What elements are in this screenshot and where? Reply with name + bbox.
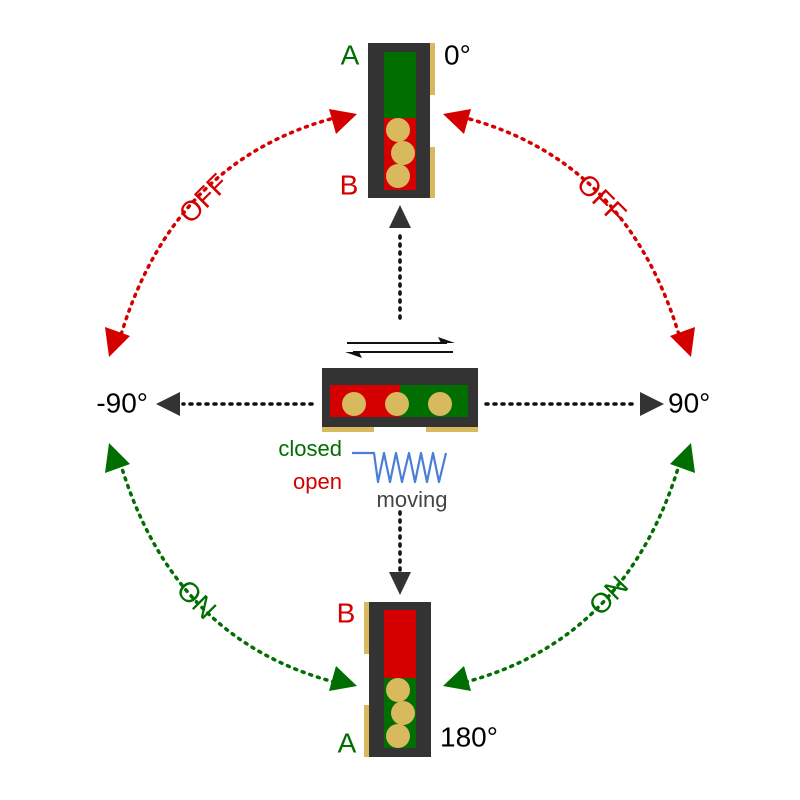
- spring-icon: [352, 451, 448, 484]
- switch-top: [368, 43, 435, 198]
- off-label-left: OFF: [173, 168, 235, 230]
- connector-left: [156, 392, 314, 416]
- switch-center: [322, 368, 478, 432]
- connector-down: [389, 510, 411, 595]
- top-pin-a-label: A: [341, 39, 360, 70]
- connector-right: [484, 392, 664, 416]
- angle-label-right: 90°: [668, 387, 710, 418]
- bottom-pin-b-label: B: [337, 597, 356, 628]
- legend-open-label: open: [293, 469, 342, 494]
- legend-closed-label: closed: [278, 436, 342, 461]
- bidirectional-arrows-icon: [345, 337, 455, 358]
- off-arc-upper-right: [443, 109, 695, 357]
- on-arc-lower-right: [443, 443, 695, 691]
- switch-bottom: [364, 602, 431, 757]
- on-arc-lower-left: [105, 443, 357, 691]
- legend-moving-label: moving: [377, 487, 448, 512]
- angle-label-top: 0°: [444, 39, 471, 70]
- bottom-pin-a-label: A: [338, 727, 357, 758]
- connector-up: [389, 205, 411, 320]
- off-arc-upper-left: [105, 109, 357, 357]
- top-pin-b-label: B: [340, 169, 359, 200]
- angle-label-bottom: 180°: [440, 721, 498, 752]
- angle-label-left: -90°: [96, 387, 148, 418]
